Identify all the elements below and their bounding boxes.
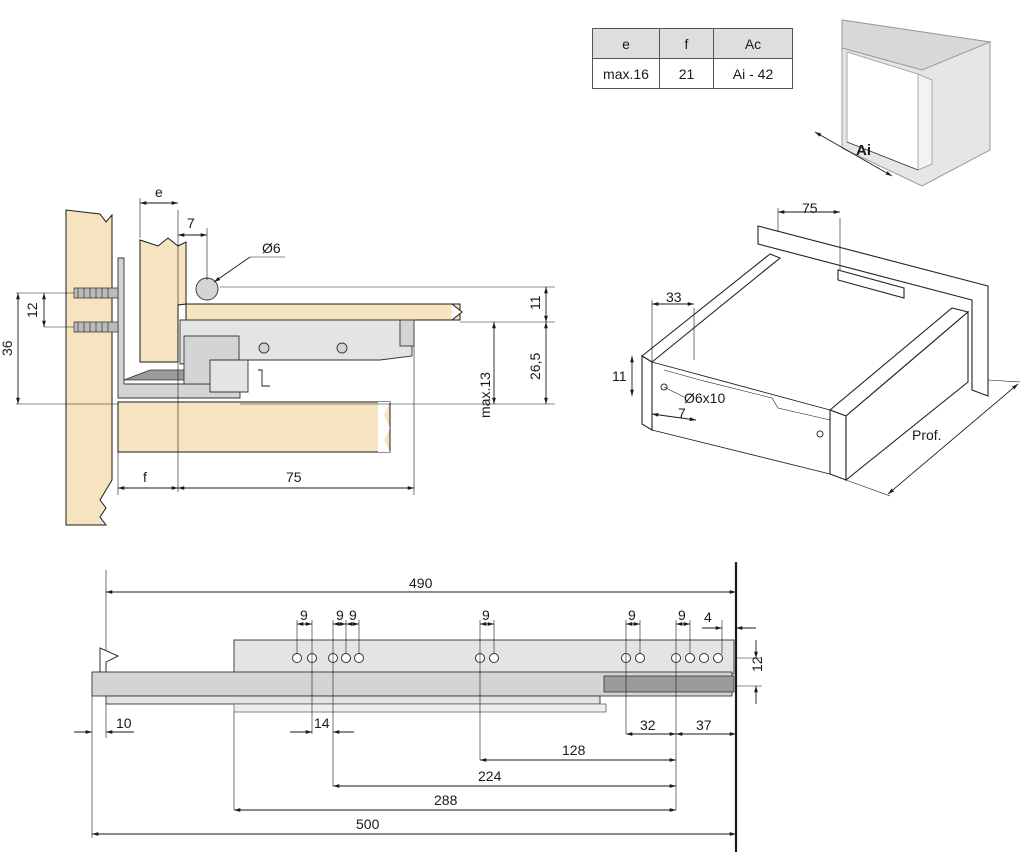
spec-table-header-row: e f Ac	[592, 28, 793, 59]
runner-10-label: 10	[116, 715, 132, 731]
runner-288-label: 288	[434, 792, 458, 808]
value-ac: Ai - 42	[713, 58, 793, 89]
section-hole-label: Ø6	[262, 240, 281, 256]
runner-side-view: 9 9 9 9 9 9 490 4 12 10 14 32	[74, 562, 765, 852]
header-e: e	[592, 28, 660, 59]
section-75-label: 75	[286, 469, 302, 485]
section-36-label: 36	[0, 340, 15, 356]
runner-500-label: 500	[356, 816, 380, 832]
screw-upper	[73, 287, 119, 299]
spec-table: e f Ac max.16 21 Ai - 42	[592, 28, 793, 89]
runner-9-e: 9	[628, 607, 636, 623]
runner-9-b: 9	[336, 607, 344, 623]
runner-4-label: 4	[704, 609, 712, 625]
drawer-75-label: 75	[802, 200, 818, 216]
value-e: max.16	[592, 58, 660, 89]
screw-lower	[73, 321, 119, 333]
section-f-label: f	[143, 469, 147, 485]
runner-32-label: 32	[640, 717, 656, 733]
drawer-11-label: 11	[612, 368, 627, 384]
runner-224-label: 224	[478, 768, 502, 784]
runner-9-c: 9	[349, 607, 357, 623]
cabinet-ai-label: Ai	[856, 142, 871, 159]
spec-table-value-row: max.16 21 Ai - 42	[592, 58, 793, 89]
value-f: 21	[659, 58, 714, 89]
section-7-label: 7	[187, 215, 195, 231]
runner-9-d: 9	[482, 607, 490, 623]
drawer-illustration: 75 33 11 Ø6x10 7 Prof.	[612, 200, 1021, 497]
drawer-hole-label: Ø6x10	[684, 390, 725, 406]
runner-490-label: 490	[409, 575, 433, 591]
cabinet-illustration: Ai	[814, 19, 992, 187]
section-view: e 7 Ø6 12 36 11 26,5 max.13 f 75	[0, 184, 555, 526]
section-11-label: 11	[527, 295, 543, 310]
drawer-7-label: 7	[678, 405, 686, 421]
header-ac: Ac	[713, 28, 793, 59]
section-12-label: 12	[24, 302, 40, 318]
drawer-33-label: 33	[666, 289, 682, 305]
drawer-prof-label: Prof.	[912, 427, 942, 443]
section-max13-label: max.13	[477, 372, 493, 418]
runner-9-f: 9	[678, 607, 686, 623]
runner-37-label: 37	[696, 717, 712, 733]
runner-128-label: 128	[562, 742, 586, 758]
runner-12-label: 12	[749, 656, 765, 672]
runner-14-label: 14	[314, 715, 330, 731]
section-26-5-label: 26,5	[527, 353, 543, 380]
runner-9-a: 9	[300, 607, 308, 623]
section-e-label: e	[155, 184, 163, 200]
